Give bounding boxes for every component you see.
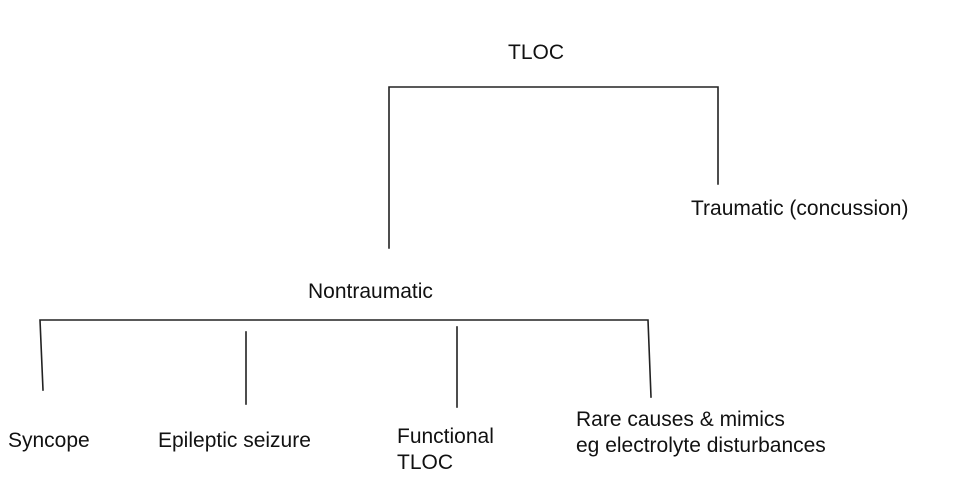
node-functional-line1: Functional	[397, 425, 494, 448]
node-epileptic-seizure-label: Epileptic seizure	[158, 429, 311, 452]
node-tloc: TLOC	[508, 40, 564, 66]
node-nontraumatic: Nontraumatic	[308, 279, 433, 305]
node-syncope: Syncope	[8, 428, 90, 454]
node-functional-line2: TLOC	[397, 451, 454, 474]
node-nontraumatic-label: Nontraumatic	[308, 280, 433, 303]
node-traumatic: Traumatic (concussion)	[691, 196, 908, 222]
connector-root-bracket	[388, 86, 719, 249]
node-traumatic-label: Traumatic (concussion)	[691, 197, 909, 220]
node-epileptic-seizure: Epileptic seizure	[158, 428, 311, 454]
node-rare-causes: Rare causes & mimics eg electrolyte dist…	[576, 407, 826, 459]
connector-nontraumatic-bar	[39, 319, 652, 398]
node-syncope-label: Syncope	[8, 429, 90, 452]
node-tloc-label: TLOC	[508, 41, 565, 64]
node-rare-line1: Rare causes & mimics	[576, 408, 785, 431]
node-functional-tloc: Functional TLOC	[397, 424, 494, 476]
node-rare-line2: eg electrolyte disturbances	[576, 434, 826, 457]
